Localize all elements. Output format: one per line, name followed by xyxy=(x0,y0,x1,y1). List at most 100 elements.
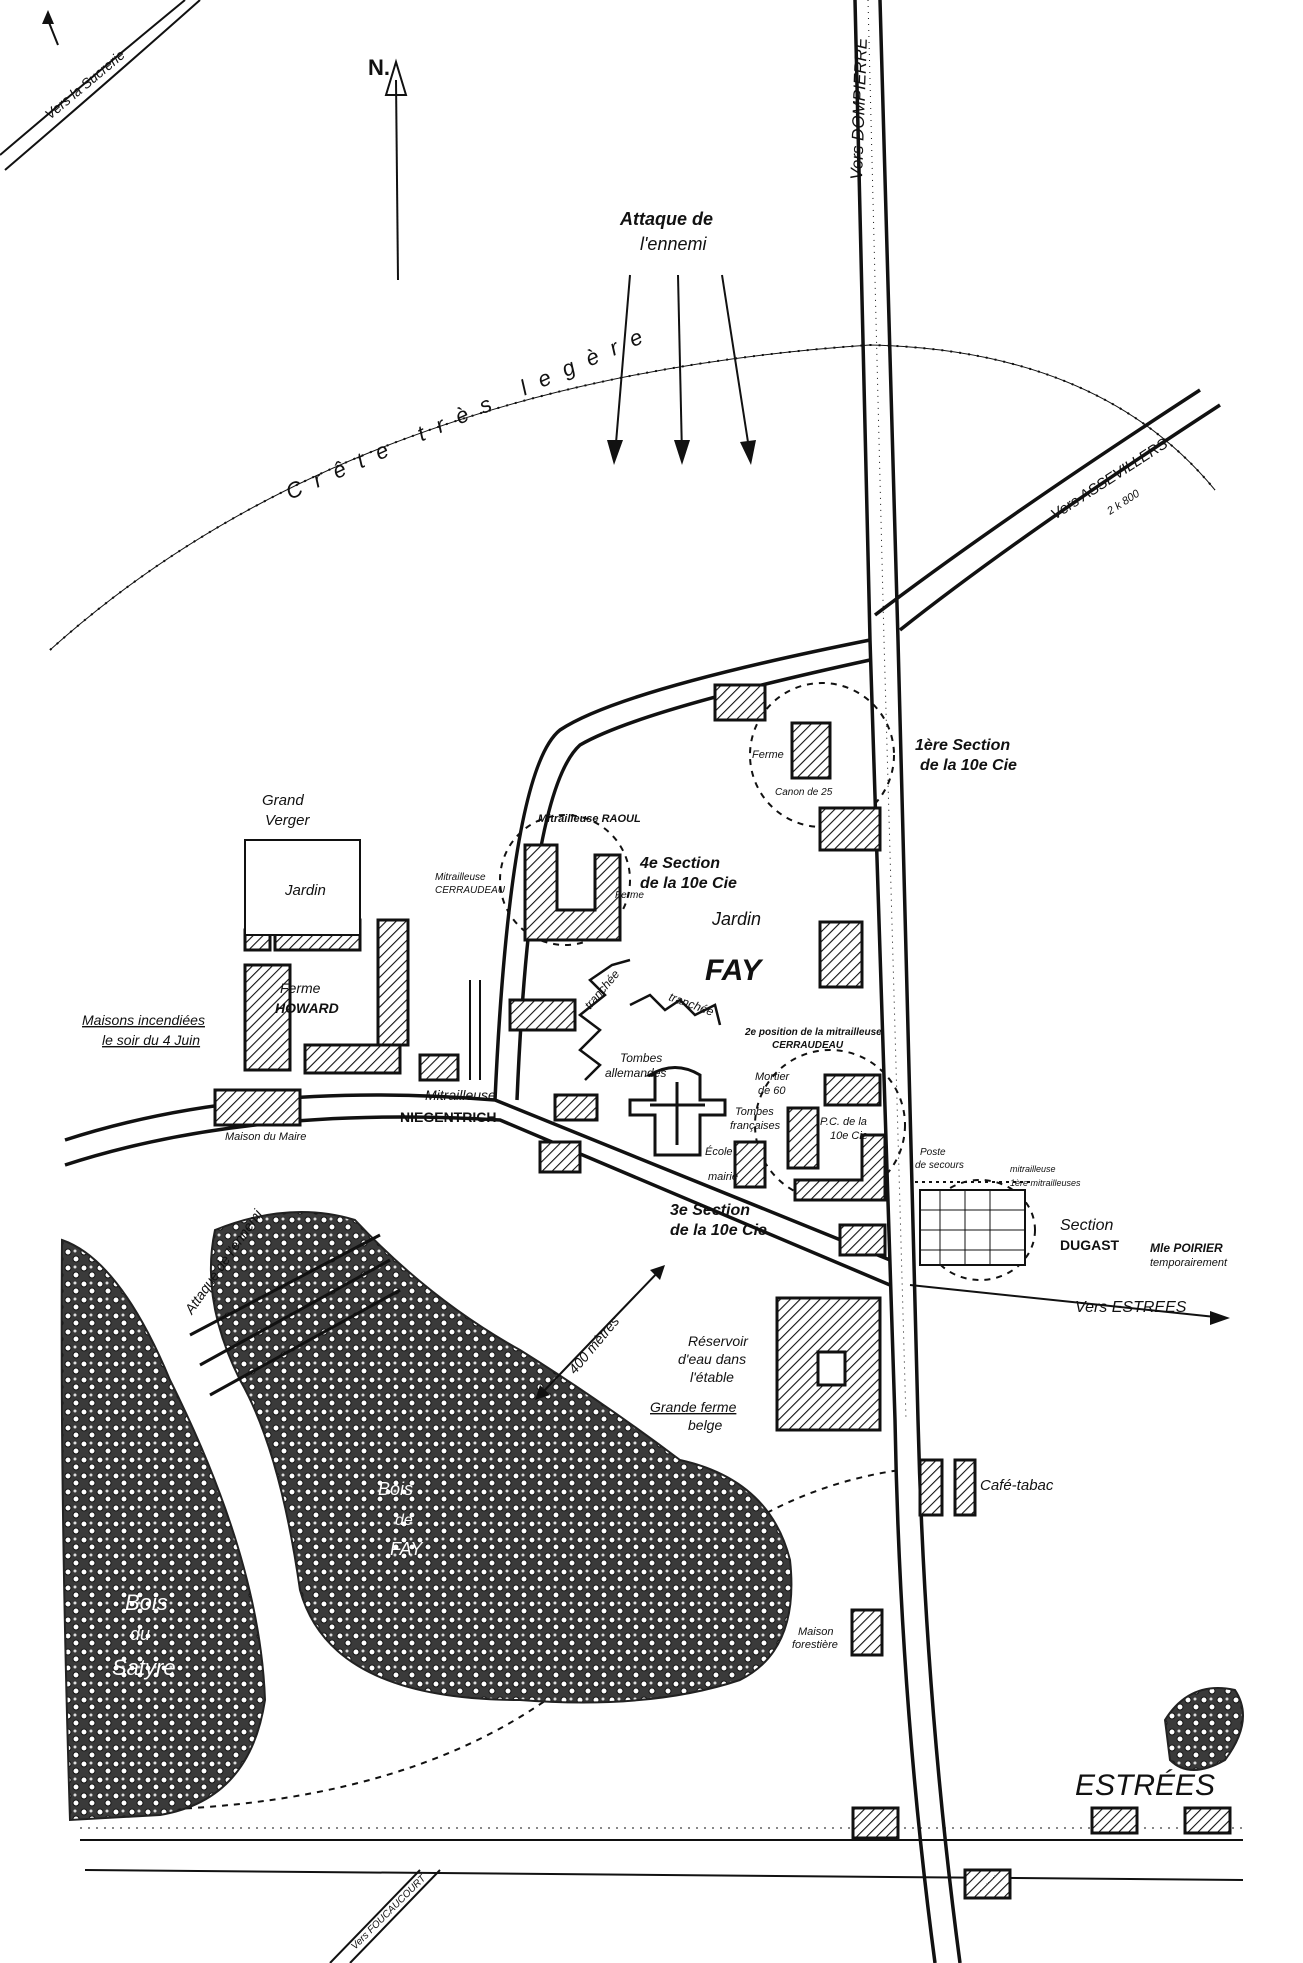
grande-ferme-label-1: Grande ferme xyxy=(650,1399,737,1415)
tombes-fr-label-1: Tombes xyxy=(735,1106,774,1118)
howard-label-2: HOWARD xyxy=(275,1000,339,1016)
bois-fay-label-1: Bois xyxy=(378,1479,413,1499)
reservoir-label-3: l'étable xyxy=(690,1369,734,1385)
canon-label: Canon de 25 xyxy=(775,787,833,798)
mortier-label-2: de 60 xyxy=(758,1085,786,1097)
grand-verger-label-1: Grand xyxy=(262,792,304,809)
building xyxy=(376,918,410,1047)
building xyxy=(818,806,882,852)
wood-attack-lines xyxy=(189,1233,401,1397)
fourth-section-position xyxy=(499,814,631,946)
building xyxy=(713,683,767,722)
road-north-arc xyxy=(493,638,871,1101)
cerraudeau-label-2: CERRAUDEAU xyxy=(435,885,506,896)
estrees-label: ESTRÉES xyxy=(1075,1769,1215,1802)
building xyxy=(790,721,832,780)
tranchee-label-2: tranchée xyxy=(667,990,716,1019)
ecole-label: École xyxy=(705,1145,733,1158)
building xyxy=(243,963,292,1072)
poirier-label-2: temporairement xyxy=(1150,1257,1228,1269)
building xyxy=(918,1458,944,1517)
fay-label: FAY xyxy=(705,954,764,987)
farm-u xyxy=(523,843,622,942)
pc-position xyxy=(754,1049,906,1201)
raoul-label: Mitrailleuse RAOUL xyxy=(538,813,641,825)
road-assevillers xyxy=(873,388,1201,617)
mairie-label: mairie xyxy=(708,1171,738,1183)
road-dompierre-estrees xyxy=(853,0,962,1963)
grand-verger-label-2: Verger xyxy=(265,812,310,829)
attack-label-2: l'ennemi xyxy=(640,234,707,254)
building xyxy=(818,920,864,989)
to-sucrerie-label: Vers la Sucrerie xyxy=(42,46,128,122)
north-arrow: N. xyxy=(368,55,408,281)
building xyxy=(851,1806,900,1840)
tombes-allemandes-label-1: Tombes xyxy=(620,1051,662,1065)
distance-label: 400 mètres xyxy=(565,1313,622,1377)
bois-satyre-label-2: du xyxy=(130,1624,150,1644)
dugast-grid xyxy=(915,1181,1030,1266)
howard-label-1: Ferme xyxy=(280,980,321,996)
building xyxy=(850,1608,884,1657)
bois-du-satyre xyxy=(60,1238,267,1822)
road-sucrerie xyxy=(0,0,186,156)
grande-ferme-label-2: belge xyxy=(688,1417,722,1433)
to-foucaucourt-label: Vers FOUCAUCOURT xyxy=(349,1873,429,1953)
north-label: N. xyxy=(368,55,390,80)
reservoir-label-2: d'eau dans xyxy=(678,1351,746,1367)
mitr-label-2: 1ère mitrailleuses xyxy=(1010,1178,1081,1188)
ferme-top-label: Ferme xyxy=(752,749,784,761)
cafe-label: Café-tabac xyxy=(980,1477,1054,1494)
assevillers-dist: 2 k 800 xyxy=(1104,487,1142,518)
building xyxy=(786,1106,820,1170)
mitr-label-1: mitrailleuse xyxy=(1010,1164,1056,1174)
fourth-section-label-1: 4e Section xyxy=(639,855,720,872)
bois-satyre-label-1: Bois xyxy=(125,1590,168,1615)
building xyxy=(823,1073,882,1107)
building xyxy=(1090,1806,1139,1835)
building xyxy=(508,998,577,1032)
tranchee-label-1: tranchée xyxy=(582,967,623,1012)
jardin-center-label: Jardin xyxy=(711,909,761,929)
dugast-position xyxy=(924,1179,1036,1281)
to-dompierre-label: Vers DOMPIERRE xyxy=(847,37,871,180)
maison-forestiere-label-2: forestière xyxy=(792,1639,838,1651)
first-section-label-2: de la 10e Cie xyxy=(920,757,1017,774)
first-section-label-1: 1ère Section xyxy=(915,737,1010,754)
grande-ferme-belge xyxy=(775,1296,882,1432)
building xyxy=(963,1868,1012,1900)
second-pos-label-1: 2e position de la mitrailleuse xyxy=(744,1027,882,1038)
poirier-label-1: Mle POIRIER xyxy=(1150,1241,1223,1255)
cerraudeau-label-1: Mitrailleuse xyxy=(435,872,486,883)
jardin-left-label: Jardin xyxy=(284,882,326,899)
niegentrich-label-1: Mitrailleuse xyxy=(425,1087,496,1103)
enemy-attack-arrows: Attaque de l'ennemi xyxy=(607,209,756,465)
distance-arrow: 400 mètres xyxy=(535,1265,665,1400)
poste-label-1: Poste xyxy=(920,1147,946,1158)
trench xyxy=(629,993,722,1026)
to-estrees-label: Vers ESTREES xyxy=(1075,1299,1187,1316)
ferme-small-label: Ferme xyxy=(615,890,644,901)
building xyxy=(213,1088,302,1127)
bois-fay-label-3: FAY xyxy=(390,1539,424,1559)
fourth-section-label-2: de la 10e Cie xyxy=(640,875,737,892)
crest-label: Crête très legère xyxy=(282,318,659,504)
jardin-box xyxy=(244,839,361,936)
building xyxy=(953,1458,977,1517)
maisons-label-2: le soir du 4 Juin xyxy=(102,1032,200,1048)
estrees-trees xyxy=(1163,1687,1244,1771)
poste-label-2: de secours xyxy=(915,1160,964,1171)
pc-label-2: 10e Cie xyxy=(830,1130,868,1142)
reservoir-label-1: Réservoir xyxy=(688,1333,749,1349)
building xyxy=(418,1053,460,1082)
bois-fay-label-2: de xyxy=(395,1512,413,1529)
dugast-label-1: Section xyxy=(1060,1217,1113,1234)
buildings xyxy=(213,683,1232,1900)
niegentrich-label-2: NIEGENTRICH xyxy=(400,1109,496,1125)
building xyxy=(733,1140,767,1189)
building xyxy=(538,1140,582,1174)
third-section-label-2: de la 10e Cie xyxy=(670,1222,767,1239)
pc-building xyxy=(793,1133,887,1202)
road-estrees xyxy=(909,1284,1226,1319)
